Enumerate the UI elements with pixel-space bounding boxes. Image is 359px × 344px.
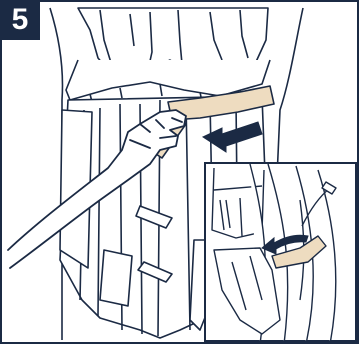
inset-detail [205, 163, 356, 344]
step-number-badge: 5 [0, 0, 40, 40]
